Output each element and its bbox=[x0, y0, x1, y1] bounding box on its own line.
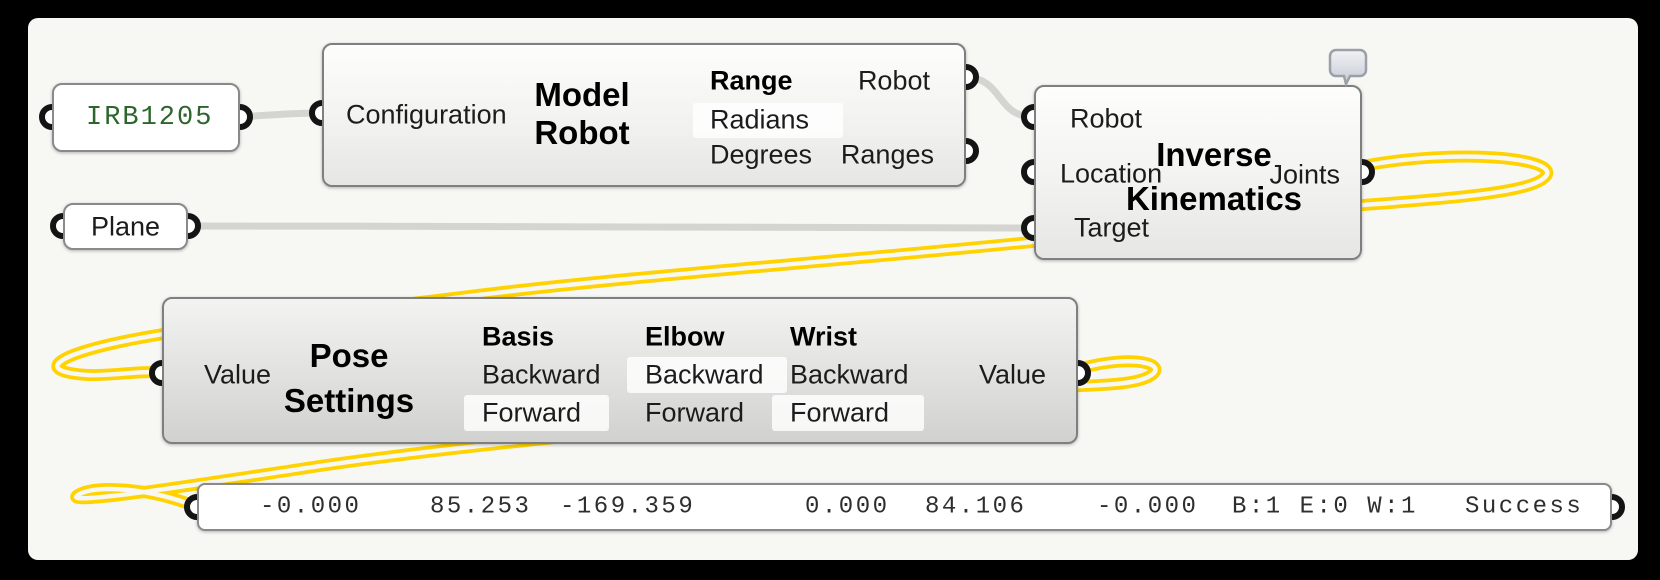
basis-forward-selected-box bbox=[464, 395, 609, 431]
model-robot-component[interactable]: Configuration Model Robot Range Radians … bbox=[322, 43, 966, 187]
model-robot-input-configuration[interactable]: Configuration bbox=[346, 99, 507, 130]
plane-label: Plane bbox=[90, 211, 161, 241]
ik-joints-port[interactable] bbox=[1362, 159, 1375, 185]
joint-value-1: -0.000 bbox=[260, 493, 362, 521]
results-panel-text: -0.000 85.253 -169.359 0.000 84.106 -0.0… bbox=[199, 485, 1610, 529]
wrist-header: Wrist bbox=[790, 321, 858, 352]
results-panel-input-port[interactable] bbox=[184, 494, 197, 520]
basis-option-backward[interactable]: Backward bbox=[482, 359, 601, 390]
ik-robot-port[interactable] bbox=[1021, 104, 1034, 130]
robot-name-output-port[interactable] bbox=[240, 104, 253, 130]
pose-title-line1: Pose bbox=[309, 337, 389, 374]
radians-selected-box bbox=[693, 103, 843, 138]
wrist-option-forward[interactable]: Forward bbox=[790, 397, 890, 428]
ik-title-line1: Inverse bbox=[1156, 136, 1272, 173]
joint-value-6: -0.000 bbox=[1097, 493, 1199, 521]
status-text: Success bbox=[1465, 493, 1584, 521]
pose-settings-component[interactable]: Value Pose Settings Basis Backward Forwa… bbox=[162, 297, 1078, 444]
ik-output-joints[interactable]: Joints bbox=[1269, 159, 1340, 190]
wire-plane-to-target[interactable] bbox=[184, 222, 1038, 232]
inverse-kinematics-component[interactable]: Robot Location Target Inverse Kinematics… bbox=[1034, 85, 1362, 260]
basis-option-forward[interactable]: Forward bbox=[482, 397, 582, 428]
ik-input-robot[interactable]: Robot bbox=[1070, 103, 1143, 134]
range-header: Range bbox=[710, 65, 793, 96]
joint-value-4: 0.000 bbox=[805, 493, 890, 521]
ik-target-port[interactable] bbox=[1021, 215, 1034, 241]
range-option-radians[interactable]: Radians bbox=[710, 104, 810, 135]
joint-value-3: -169.359 bbox=[560, 493, 696, 521]
results-panel-output-port[interactable] bbox=[1612, 494, 1625, 520]
pose-value-input-port[interactable] bbox=[149, 360, 162, 386]
plane-parameter[interactable]: Plane bbox=[63, 203, 188, 250]
robot-name-panel[interactable]: IRB1205 bbox=[52, 83, 240, 152]
joint-value-5: 84.106 bbox=[925, 493, 1027, 521]
pose-title-line2: Settings bbox=[283, 382, 415, 419]
ik-title-line2: Kinematics bbox=[1125, 180, 1303, 217]
ranges-output-port[interactable] bbox=[966, 138, 979, 164]
robot-name-input-port[interactable] bbox=[39, 104, 52, 130]
joint-value-2: 85.253 bbox=[430, 493, 532, 521]
wrist-option-backward[interactable]: Backward bbox=[790, 359, 909, 390]
plane-input-port[interactable] bbox=[50, 213, 63, 239]
pose-output-value[interactable]: Value bbox=[978, 359, 1046, 390]
configuration-port[interactable] bbox=[309, 100, 322, 126]
pose-value-output-port[interactable] bbox=[1078, 360, 1091, 386]
pose-input-value[interactable]: Value bbox=[204, 359, 272, 390]
wrist-forward-selected-box bbox=[772, 395, 924, 431]
elbow-backward-selected-box bbox=[627, 357, 787, 393]
model-robot-title-line2: Robot bbox=[534, 114, 630, 151]
comment-balloon-icon[interactable] bbox=[1328, 48, 1368, 90]
range-option-degrees[interactable]: Degrees bbox=[710, 139, 813, 170]
ik-input-target[interactable]: Target bbox=[1074, 212, 1150, 243]
elbow-option-backward[interactable]: Backward bbox=[645, 359, 764, 390]
wire-joints-to-pose-value-core bbox=[55, 154, 1550, 378]
model-robot-output-ranges[interactable]: Ranges bbox=[840, 139, 934, 170]
plane-output-port[interactable] bbox=[188, 213, 201, 239]
elbow-header: Elbow bbox=[645, 321, 725, 352]
model-robot-title-line1: Model bbox=[534, 76, 630, 113]
robot-output-port[interactable] bbox=[966, 64, 979, 90]
results-panel[interactable]: -0.000 85.253 -169.359 0.000 84.106 -0.0… bbox=[197, 483, 1612, 531]
elbow-option-forward[interactable]: Forward bbox=[645, 397, 745, 428]
node-canvas[interactable]: IRB1205 Configuration Model Robot Range … bbox=[28, 18, 1638, 560]
ik-location-port[interactable] bbox=[1021, 159, 1034, 185]
robot-name-value[interactable]: IRB1205 bbox=[86, 102, 214, 133]
basis-header: Basis bbox=[482, 321, 555, 352]
model-robot-output-robot[interactable]: Robot bbox=[857, 65, 930, 96]
pose-flags: B:1 E:0 W:1 bbox=[1232, 493, 1418, 521]
ik-input-location[interactable]: Location bbox=[1060, 158, 1163, 189]
